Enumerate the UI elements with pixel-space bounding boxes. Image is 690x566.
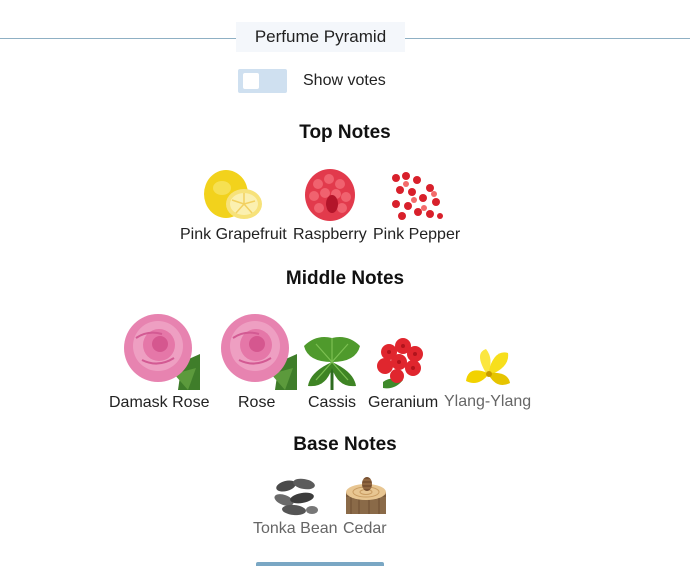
cedar-icon xyxy=(346,477,386,514)
ylang-ylang-icon xyxy=(466,349,510,385)
note-pink-pepper[interactable]: Pink Pepper xyxy=(373,170,460,243)
note-ylang-ylang[interactable]: Ylang-Ylang xyxy=(444,347,531,410)
show-votes-toggle-row[interactable]: Show votes xyxy=(238,69,386,93)
note-label: Cedar xyxy=(343,520,387,537)
note-pink-grapefruit[interactable]: Pink Grapefruit xyxy=(180,166,287,243)
geranium-icon xyxy=(377,338,423,389)
grapefruit-icon xyxy=(204,170,262,219)
note-label: Ylang-Ylang xyxy=(444,393,532,410)
tonka-bean-icon xyxy=(274,478,318,516)
toggle-knob xyxy=(243,73,259,89)
note-label: Pink Grapefruit xyxy=(180,226,287,243)
note-tonka-bean[interactable]: Tonka Bean xyxy=(253,476,338,537)
note-rose[interactable]: Rose xyxy=(219,314,297,411)
middle-notes-title: Middle Notes xyxy=(285,268,405,289)
note-label: Tonka Bean xyxy=(253,520,338,537)
note-label: Pink Pepper xyxy=(373,226,461,243)
note-geranium[interactable]: Geranium xyxy=(368,336,438,411)
note-raspberry[interactable]: Raspberry xyxy=(293,168,367,243)
rose-icon xyxy=(221,314,297,390)
section-header-title: Perfume Pyramid xyxy=(236,22,405,52)
cassis-leaf-icon xyxy=(304,337,360,390)
show-votes-toggle[interactable] xyxy=(238,69,287,93)
top-notes-title: Top Notes xyxy=(299,122,391,143)
raspberry-icon xyxy=(305,169,355,221)
bottom-tab-indicator xyxy=(256,562,384,566)
note-label: Geranium xyxy=(368,394,439,411)
note-label: Rose xyxy=(238,394,276,411)
rose-icon xyxy=(124,314,200,390)
note-label: Cassis xyxy=(308,394,357,411)
note-cassis[interactable]: Cassis xyxy=(302,332,362,411)
note-cedar[interactable]: Cedar xyxy=(343,476,387,537)
note-label: Damask Rose xyxy=(109,394,210,411)
note-damask-rose[interactable]: Damask Rose xyxy=(109,314,209,411)
base-notes-title: Base Notes xyxy=(293,434,397,455)
show-votes-label: Show votes xyxy=(303,72,386,89)
note-label: Raspberry xyxy=(293,226,367,243)
pink-pepper-icon xyxy=(392,172,443,220)
